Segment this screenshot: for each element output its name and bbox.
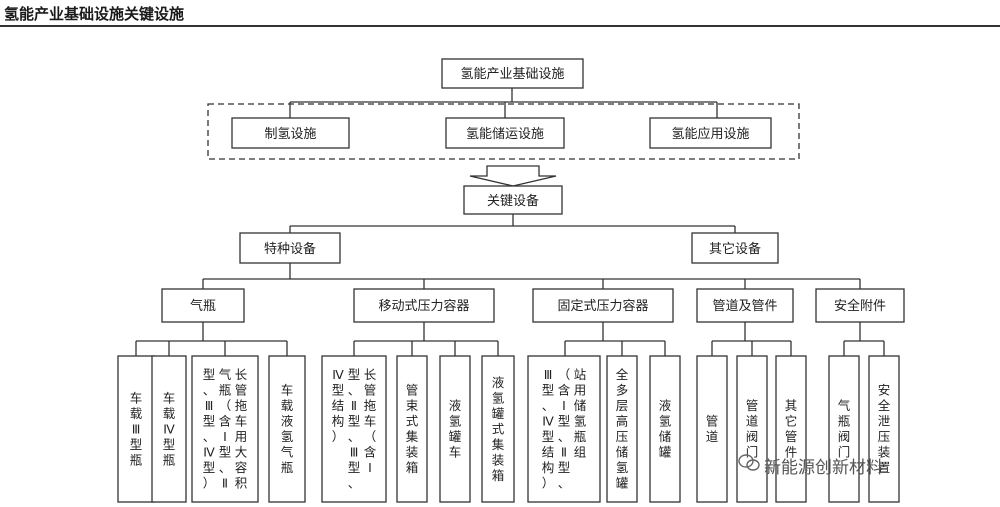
leaf-node-fixed: 液氢储罐 (649, 355, 681, 503)
leaf-label: 液氢罐式集装箱 (492, 375, 505, 483)
leaf-node-mobile: 液氢罐车 (439, 355, 471, 503)
leaf-node-mobile: 管束式集装箱 (396, 355, 428, 503)
root-label: 氢能产业基础设施 (460, 67, 564, 82)
category-node-fixed: 固定式压力容器 (532, 288, 674, 323)
watermark-text: 新能源创新材料 (764, 458, 883, 478)
leaf-label: 车载液氢气瓶 (281, 383, 294, 476)
leaf-node-pipe: 其它管件 (775, 355, 807, 503)
leaf-label: 站用储氢瓶组 (574, 367, 587, 460)
category-label: 管道及管件 (712, 299, 777, 314)
branch-label: 其它设备 (709, 241, 761, 257)
category-label: 气瓶 (190, 298, 216, 314)
leaf-label: 长管拖车用大容积 (235, 367, 248, 491)
key-equipment-label: 关键设备 (487, 193, 539, 209)
leaf-label: 液氢罐车 (449, 398, 462, 460)
leaf-node-safety: 气瓶阀门 (828, 355, 860, 503)
root-node: 氢能产业基础设施 (441, 58, 584, 89)
leaf-label: 管道阀门 (746, 398, 759, 460)
title-divider (0, 25, 1000, 27)
leaf-node-pipe: 管道阀门 (736, 355, 768, 503)
facility-label: 制氢设施 (264, 127, 316, 142)
category-node-pipe: 管道及管件 (696, 288, 794, 323)
arrow-down-icon (469, 165, 557, 187)
branch-label: 特种设备 (264, 241, 316, 257)
leaf-label: 管束式集装箱 (406, 383, 419, 476)
category-node-mobile: 移动式压力容器 (353, 288, 495, 323)
page-title: 氢能产业基础设施关键设施 (4, 5, 185, 23)
category-label: 安全附件 (834, 298, 886, 314)
leaf-label: 全多层高压储氢罐 (616, 367, 629, 491)
leaf-node-mobile: 液氢罐式集装箱 (481, 355, 515, 503)
key-equipment-node: 关键设备 (463, 185, 563, 215)
leaf-label: 气瓶阀门 (838, 398, 851, 460)
branch-node-other: 其它设备 (691, 232, 779, 264)
facility-node-application: 氢能应用设施 (649, 117, 772, 149)
facility-label: 氢能应用设施 (671, 126, 749, 142)
branch-node-special: 特种设备 (239, 232, 341, 264)
leaf-label: 其它管件 (785, 398, 798, 460)
category-label: 固定式压力容器 (557, 298, 648, 314)
facility-node-storage-transport: 氢能储运设施 (445, 117, 565, 149)
category-label: 移动式压力容器 (378, 298, 469, 314)
leaf-node-cylinder: 车载液氢气瓶 (268, 355, 306, 503)
leaf-label: 管道 (706, 414, 719, 445)
facility-label: 氢能储运设施 (466, 127, 544, 142)
leaf-node-pipe: 管道 (696, 355, 728, 503)
facilities-group-frame (207, 103, 800, 160)
leaf-node-safety: 安全泄压装置 (868, 355, 900, 503)
wechat-logo-icon (738, 454, 760, 471)
category-node-cylinder: 气瓶 (161, 288, 245, 323)
facility-node-production: 制氢设施 (231, 117, 350, 149)
leaf-node-fixed: 全多层高压储氢罐 (606, 355, 638, 503)
category-node-safety: 安全附件 (815, 288, 905, 323)
leaf-label: 安全泄压装置 (878, 383, 891, 476)
leaf-label: 液氢储罐 (659, 398, 672, 460)
